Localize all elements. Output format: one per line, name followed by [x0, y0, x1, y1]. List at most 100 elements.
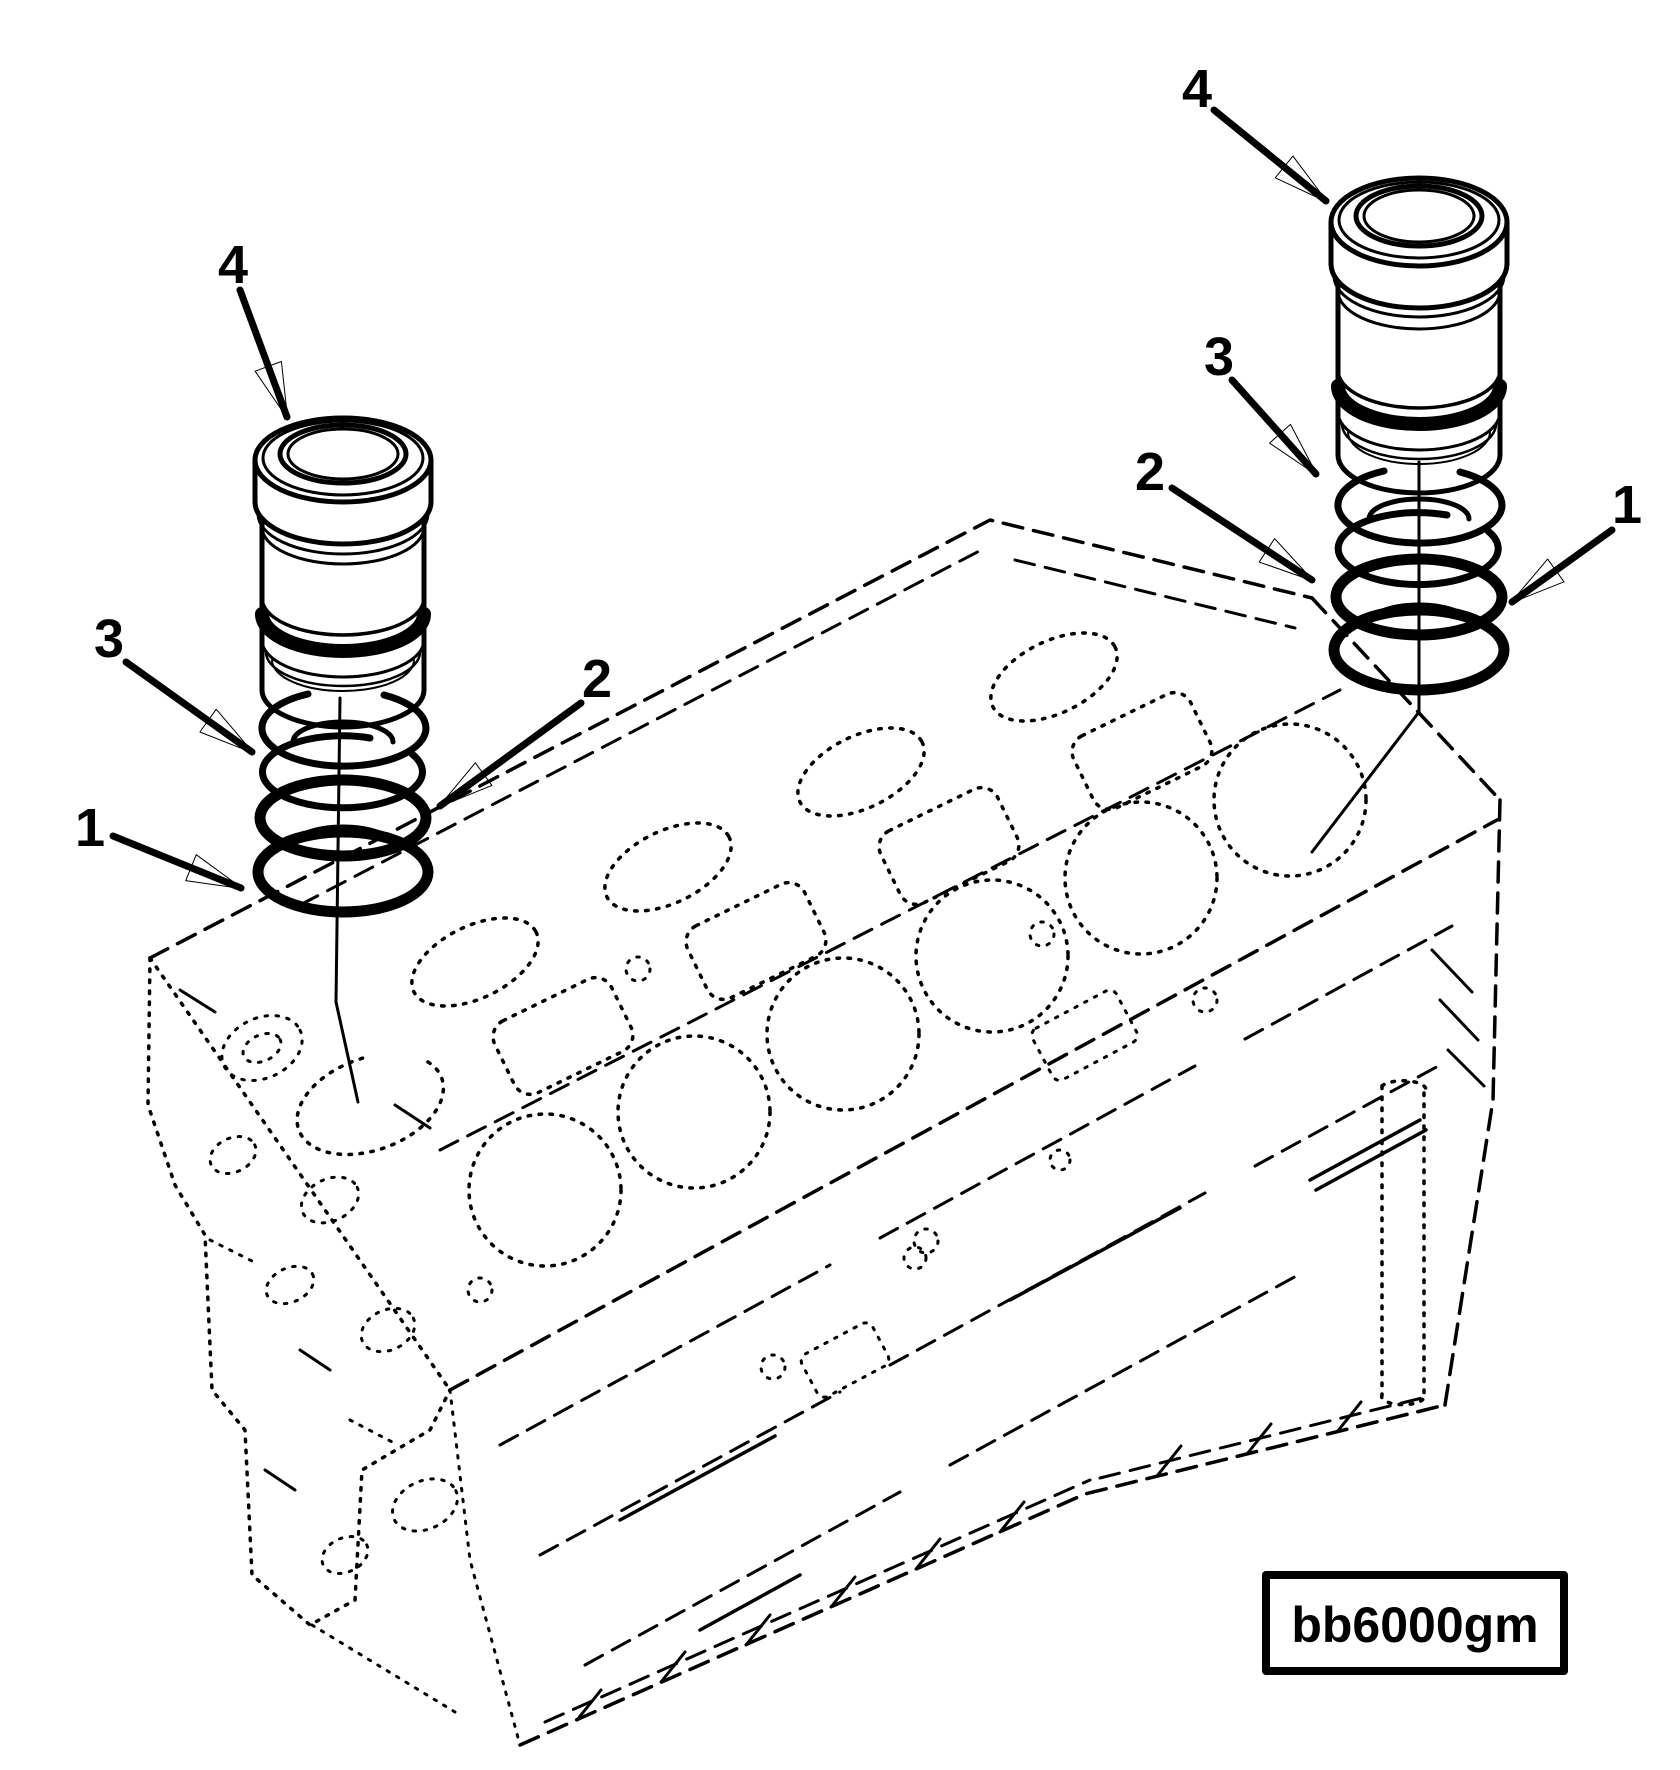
liner-band-hatch	[271, 659, 415, 692]
casting-line	[263, 1468, 297, 1492]
o-ring-upper	[1334, 467, 1506, 547]
rail-line	[543, 1478, 1092, 1724]
callout-number-4-right: 4	[1182, 59, 1212, 119]
callout-arrow-4-left	[236, 286, 291, 421]
cylinder-bore	[914, 878, 1070, 1034]
o-ring-second	[259, 732, 426, 812]
right-end-details	[1379, 948, 1486, 1407]
liner-body-bottom	[1335, 452, 1503, 496]
side-hole	[902, 1245, 928, 1271]
rail-line	[1098, 1394, 1432, 1480]
liner-band-edge	[260, 596, 426, 637]
casting-boss	[220, 1014, 304, 1082]
casting-boss	[359, 1306, 417, 1354]
cylinder-bore	[765, 956, 921, 1112]
casting-line	[348, 1418, 398, 1446]
liner-bore-inner	[1362, 188, 1476, 244]
side-accent-line	[1308, 1118, 1422, 1182]
deck-near-edge	[448, 818, 1499, 1392]
callout-number-3-left: 3	[94, 609, 124, 669]
deck-opening	[603, 821, 733, 913]
liner-collar-bottom	[252, 499, 434, 547]
right-cylinder-liner	[1310, 175, 1510, 854]
end-post-bottom	[1379, 1393, 1426, 1407]
front-face-outline	[146, 956, 452, 1627]
liner-band-edge	[1336, 368, 1502, 410]
liner-body-step	[1336, 289, 1502, 331]
far-bank-openings	[410, 631, 1214, 1097]
casting-boss	[320, 1535, 370, 1575]
casting-boss	[241, 1031, 283, 1065]
side-face-details	[498, 924, 1454, 1724]
bolt-hole	[759, 1353, 787, 1381]
leader-line-left	[334, 696, 360, 1104]
bolt-hole	[912, 1227, 940, 1255]
bank-separation-line	[438, 688, 1342, 1152]
casting-boss	[391, 1477, 459, 1533]
o-ring-inner-edge	[288, 824, 398, 851]
callout-arrow-2-right	[1168, 484, 1316, 584]
deck-opening	[796, 726, 926, 818]
callout-arrow-3-left	[122, 658, 256, 756]
engine-block	[146, 518, 1502, 1747]
side-rib	[878, 1064, 1197, 1240]
cylinder-bore-far-bank	[295, 1055, 446, 1157]
end-hatch	[1430, 948, 1474, 994]
rail-tick	[575, 1688, 603, 1722]
callout-number-4-left: 4	[218, 235, 248, 295]
callout-arrow-1-left	[109, 832, 245, 892]
o-ring-upper	[258, 690, 430, 770]
liner-collar-bottom	[1328, 261, 1510, 311]
liner-bore-edge	[277, 422, 409, 486]
o-ring-inner-edge	[290, 719, 396, 745]
callouts: 4 3 2 1 4 3 2 1	[75, 59, 1642, 892]
bolt-hole	[1191, 986, 1219, 1014]
figure-label-border	[1262, 1571, 1568, 1675]
valley-opening	[1070, 690, 1214, 812]
side-rib	[1243, 924, 1454, 1041]
callout-number-2-right: 2	[1135, 442, 1165, 502]
liner-bore-inner	[286, 427, 400, 481]
casting-line	[178, 988, 217, 1014]
liner-band-edge	[1336, 410, 1502, 452]
rail-tick	[914, 1537, 942, 1571]
side-accent-line	[1008, 1206, 1182, 1302]
callout-arrow-1-right	[1508, 526, 1616, 606]
bolt-hole	[466, 1276, 494, 1304]
liner-collar-lip	[256, 512, 430, 556]
deck-opening	[989, 631, 1119, 723]
callout-number-3-right: 3	[1204, 327, 1234, 387]
casting-boss	[208, 1135, 258, 1175]
figure-label-box: bb6000gm	[1262, 1571, 1568, 1675]
liner-rim-step	[261, 419, 425, 497]
rail-tick	[998, 1500, 1026, 1534]
o-ring-middle	[254, 774, 432, 862]
callout-arrow-2-left	[436, 699, 585, 810]
callout-arrow-4-right	[1210, 106, 1330, 205]
cylinder-bores	[295, 722, 1368, 1268]
o-ring-inner-edge	[1364, 602, 1474, 629]
block-bottom-edge	[518, 1403, 1447, 1747]
liner-band-hatch	[1347, 431, 1491, 465]
bolt-hole	[624, 955, 652, 983]
side-accent-line	[698, 1573, 802, 1632]
end-hatch	[1438, 998, 1480, 1042]
side-accent-line	[1314, 1128, 1428, 1192]
side-rib	[538, 1390, 842, 1557]
o-ring-lower	[1328, 604, 1510, 696]
end-post-top	[1380, 1079, 1428, 1095]
callout-number-1-left: 1	[75, 798, 105, 858]
deck-opening	[410, 916, 540, 1008]
casting-boss	[264, 1264, 316, 1306]
deck-left-edge	[148, 956, 452, 1392]
front-foot-edge	[310, 1623, 457, 1714]
liner-band-edge	[260, 638, 426, 679]
near-face-left-edge	[448, 1388, 522, 1747]
side-boss	[799, 1321, 891, 1399]
casting-line	[208, 1238, 260, 1266]
liner-body-step	[260, 525, 426, 566]
o-ring-middle	[1330, 553, 1508, 641]
side-rib	[1253, 1063, 1442, 1168]
